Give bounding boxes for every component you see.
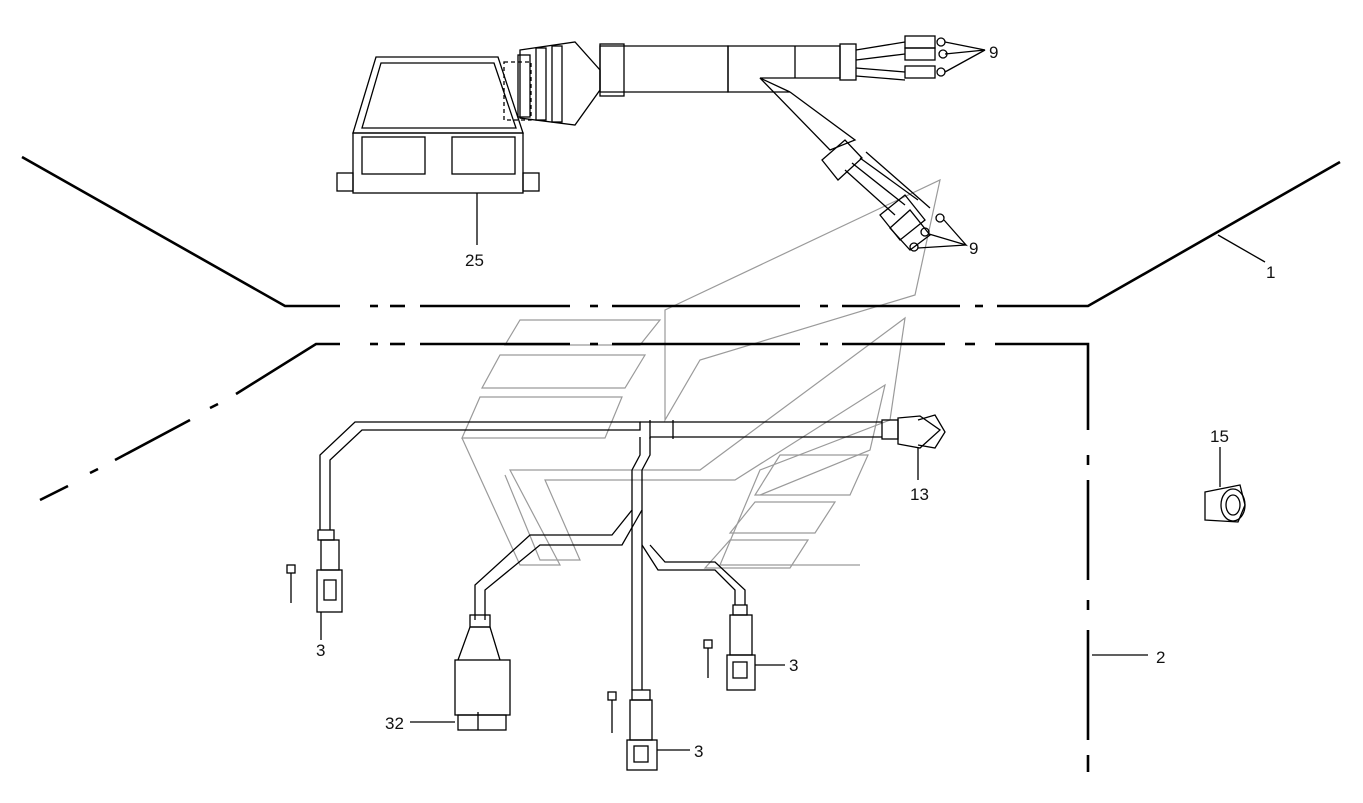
callout-13: 13 (910, 485, 929, 504)
callout-25: 25 (465, 251, 484, 270)
callout-9-top: 9 (989, 43, 998, 62)
callout-3-bottom: 3 (694, 742, 703, 761)
watermark-logo (461, 178, 941, 569)
lower-harness (286, 414, 946, 771)
leader-lines (1092, 234, 1266, 656)
callout-3-right: 3 (789, 656, 798, 675)
callout-3-left: 3 (316, 641, 325, 660)
callout-32: 32 (385, 714, 404, 733)
cab-outline (21, 155, 1341, 772)
callout-9-lower: 9 (969, 239, 978, 258)
callout-15: 15 (1210, 427, 1229, 446)
callout-1: 1 (1266, 263, 1275, 282)
connector-15 (1204, 447, 1246, 523)
control-unit-25 (336, 41, 601, 245)
callout-2: 2 (1156, 648, 1165, 667)
upper-harness (599, 35, 986, 252)
